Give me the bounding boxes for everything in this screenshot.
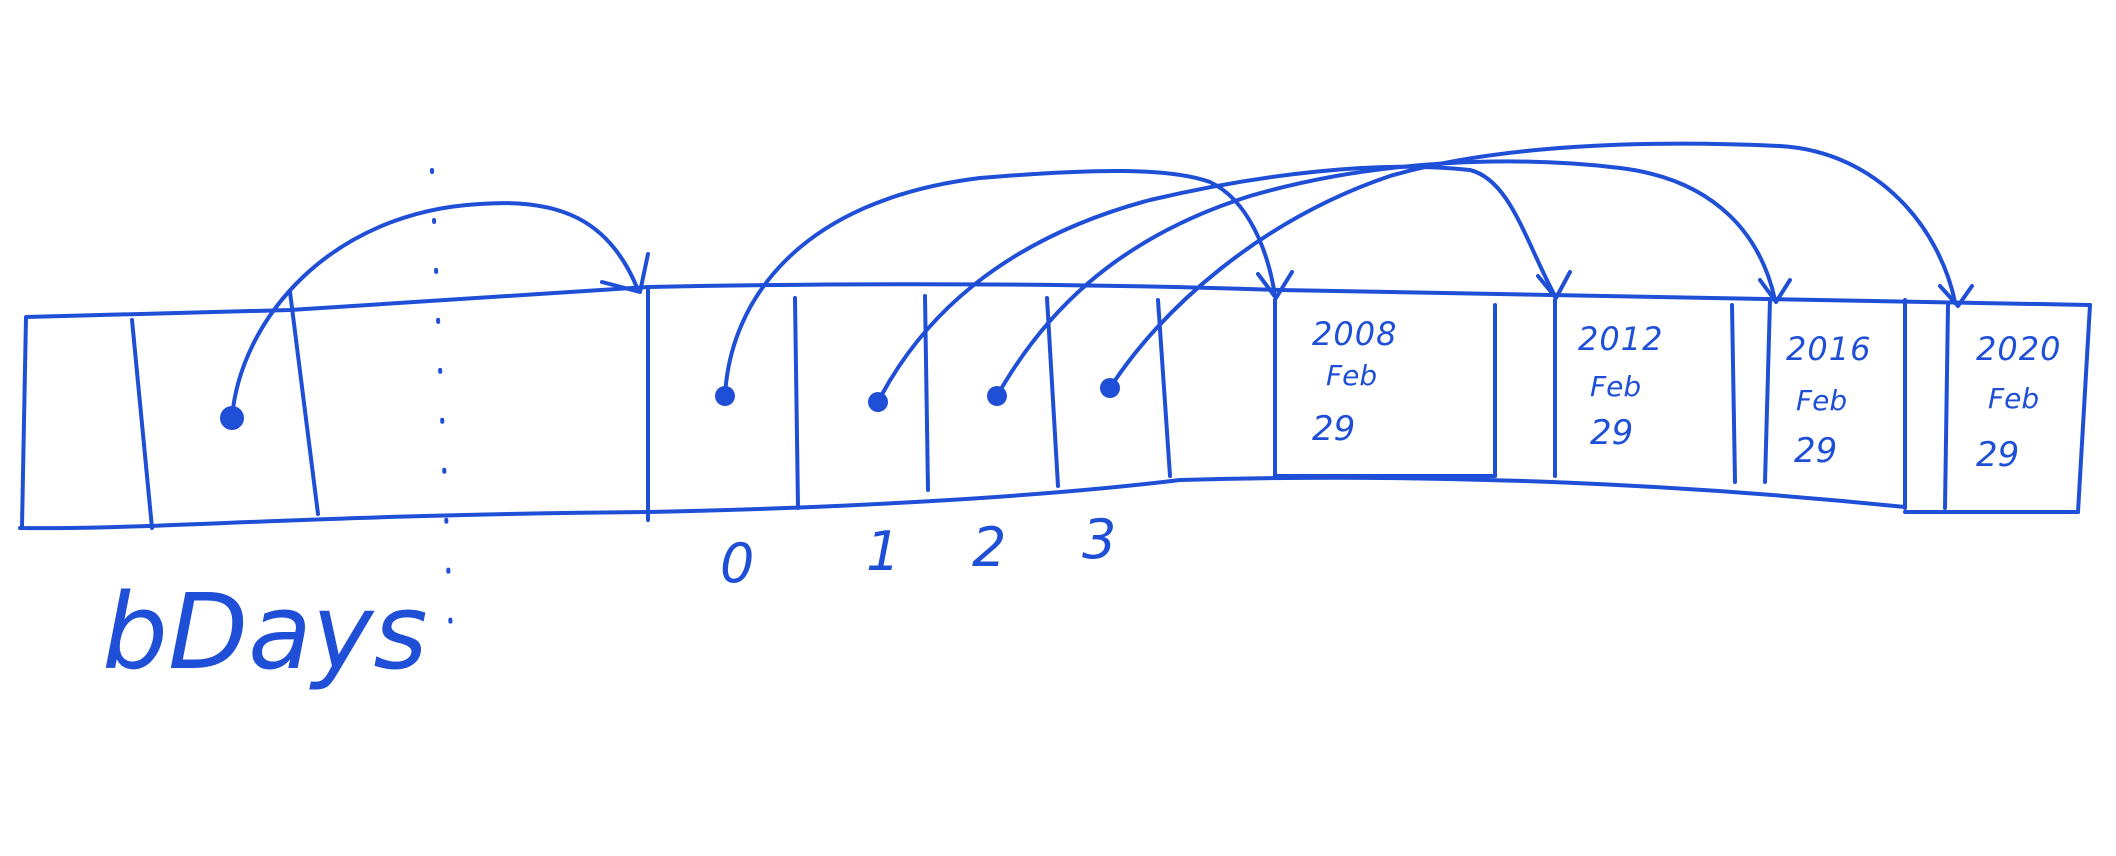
date-box-2020-left — [1943, 303, 1950, 510]
date-day-2012: 29 — [1590, 413, 1633, 453]
index-label-0: 0 — [720, 532, 754, 595]
date-box-2020-right — [2076, 303, 2092, 514]
arrow-bdays-to-array — [230, 201, 640, 420]
date-object-2012: 2012 Feb 29 — [1553, 298, 1737, 484]
date-month-2012: Feb — [1590, 370, 1641, 403]
date-box-2012-right — [1730, 303, 1737, 484]
date-object-2008: 2008 Feb 29 — [1273, 303, 1497, 478]
arrow-slot3-to-2020 — [1108, 141, 1957, 390]
date-day-2008: 29 — [1312, 409, 1355, 449]
reference-arrows — [230, 141, 1974, 420]
date-year-2008: 2008 — [1312, 315, 1397, 353]
arrow-slot0-to-2008-head — [1256, 270, 1294, 300]
arrow-slot2-to-2016-head — [1758, 278, 1792, 304]
index-label-3: 3 — [1082, 508, 1116, 571]
array-top-edge — [646, 282, 2092, 307]
array-name-label: bDays — [102, 571, 428, 693]
stack-heap-boundary — [430, 168, 454, 662]
array-bottom-edge — [646, 475, 1907, 514]
date-object-2020: 2020 Feb 29 — [1903, 303, 2092, 514]
date-month-2008: Feb — [1326, 359, 1377, 392]
arrow-slot0-to-2008 — [723, 168, 1277, 398]
array-divider-2 — [923, 294, 930, 492]
array-divider-1 — [793, 296, 800, 510]
bdays-divider-1 — [130, 318, 154, 530]
bdays-object — [18, 285, 650, 531]
index-label-2: 2 — [972, 516, 1006, 579]
arrow-slot1-to-2012-head — [1536, 270, 1572, 300]
date-day-2016: 29 — [1794, 431, 1837, 471]
bdays-box-outline — [18, 285, 650, 531]
date-month-2016: Feb — [1796, 384, 1847, 417]
date-year-2012: 2012 — [1578, 320, 1663, 358]
date-object-2016: 2016 Feb 29 — [1763, 298, 1907, 510]
date-year-2020: 2020 — [1976, 330, 2061, 368]
arrow-slot3-to-2020-head — [1938, 284, 1974, 308]
date-month-2020: Feb — [1988, 382, 2039, 415]
date-year-2016: 2016 — [1786, 330, 1871, 368]
arrow-slot2-to-2016 — [995, 159, 1777, 398]
date-day-2020: 29 — [1976, 435, 2019, 475]
arrow-slot1-to-2012 — [876, 164, 1557, 404]
index-label-1: 1 — [866, 520, 900, 583]
arrow-bdays-to-array-head — [600, 252, 650, 294]
array-divider-4 — [1156, 298, 1172, 478]
date-box-2016-left — [1763, 298, 1772, 484]
array-divider-3 — [1045, 296, 1060, 488]
bdays-divider-2 — [288, 290, 320, 516]
